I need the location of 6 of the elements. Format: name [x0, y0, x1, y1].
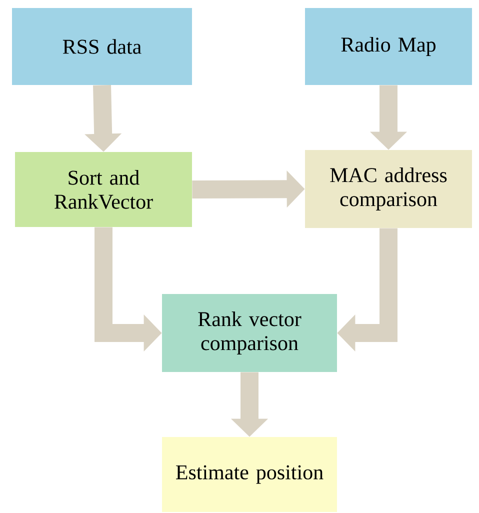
process-box: Estimate position	[162, 437, 337, 512]
process-box: Radio Map	[305, 8, 472, 85]
process-box: Rank vector comparison	[162, 294, 337, 372]
process-box: MAC address comparison	[305, 150, 472, 228]
process-box: Sort and RankVector	[15, 152, 192, 227]
process-box: RSS data	[12, 8, 192, 85]
